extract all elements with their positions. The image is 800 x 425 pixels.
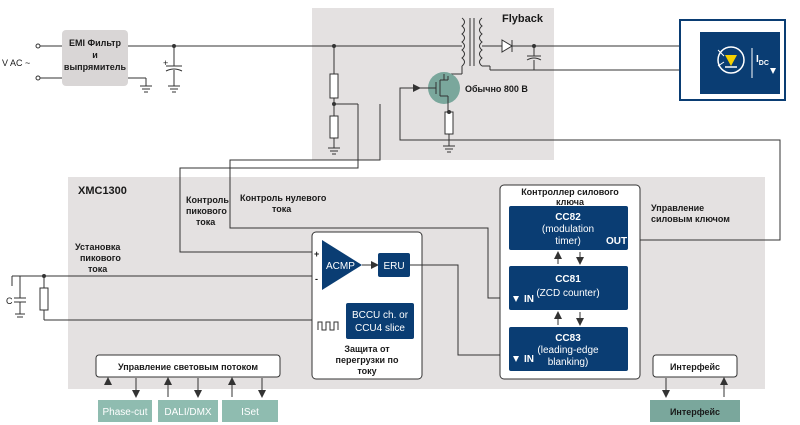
cc81-line1: (ZCD counter) (536, 288, 599, 299)
emi-line1: EMI Фильтр (69, 38, 122, 48)
acmp-comparator (322, 240, 362, 290)
peak-set-label-2: пикового (80, 253, 121, 263)
iset-block (222, 400, 278, 422)
peak-set-input (11, 272, 346, 321)
vac-label: V AC ~ (2, 58, 30, 68)
cc83-name: CC83 (555, 333, 581, 344)
interface-arrows (662, 377, 728, 398)
cc82-out: OUT (606, 236, 627, 247)
dimming-block (95, 354, 281, 378)
protection-caption-1: Защита от (344, 344, 390, 354)
protection-caption-3: току (357, 366, 376, 376)
cc83-block (509, 327, 628, 371)
xmc1300-title: XMC1300 (78, 185, 127, 197)
switch-mgmt-label-1: Управление (651, 203, 704, 213)
flyback-title: Flyback (502, 13, 544, 25)
acmp-minus: - (315, 274, 318, 284)
idc-label: IDC (756, 54, 769, 67)
acmp-label: ACMP (326, 261, 355, 272)
ac-source (35, 43, 62, 81)
zero-control-label-1: Контроль нулевого (240, 193, 327, 203)
zero-control-label-2: тока (272, 204, 292, 214)
mosfet-highlight (428, 72, 460, 104)
capacitor-label: C (6, 296, 13, 306)
bccu-line2: CCU4 slice (355, 323, 405, 334)
svg-text:+: + (163, 58, 168, 68)
interface-outer-block (650, 400, 740, 422)
interface-inner-label: Интерфейс (670, 362, 720, 372)
cc83-line1: (leading-edge (537, 345, 599, 356)
cc82-name: CC82 (555, 212, 581, 223)
led-diode-icon (725, 55, 737, 66)
dali-dmx-label: DALI/DMX (164, 407, 212, 418)
peak-current-wire (179, 104, 359, 256)
phase-cut-label: Phase-cut (102, 407, 147, 418)
interface-inner-block (652, 354, 738, 378)
cc81-in: IN (524, 294, 534, 305)
cc81-name: CC81 (555, 274, 581, 285)
emi-filter-block (62, 30, 128, 86)
bccu-line1: BCCU ch. or (352, 310, 409, 321)
emi-line3: выпрямитель (64, 62, 127, 72)
voltage-typical-label: Обычно 800 В (465, 84, 528, 94)
led-module (700, 32, 780, 94)
peak-control-label-3: тока (196, 217, 216, 227)
bccu-block (346, 303, 414, 339)
cc83-line2: blanking) (548, 357, 589, 368)
switch-controller-title-2: ключа (556, 197, 585, 207)
eru-to-cc83-wire (410, 264, 509, 359)
dimming-title: Управление световым потоком (118, 362, 258, 372)
interface-outer-label: Интерфейс (670, 407, 720, 417)
transformer (444, 17, 502, 75)
cc83-in: IN (524, 354, 534, 365)
zero-current-wire (229, 104, 509, 302)
voltage-divider (328, 46, 358, 155)
acmp-plus: + (314, 249, 319, 259)
dali-dmx-block (158, 400, 218, 422)
cc82-line2: timer) (555, 236, 581, 247)
cc-link-arrows (554, 251, 584, 326)
peak-control-label-2: пикового (186, 206, 227, 216)
gate-drive-wire (399, 84, 781, 241)
peak-set-label-3: тока (88, 264, 108, 274)
cc82-line1: (modulation (542, 224, 594, 235)
cc81-in-arrow-icon (513, 296, 519, 302)
eru-label: ERU (383, 261, 404, 272)
peak-control-label-1: Контроль (186, 195, 229, 205)
led-icon (717, 46, 745, 74)
phase-cut-block (98, 400, 152, 422)
cc83-in-arrow-icon (513, 356, 519, 362)
peak-set-label-1: Установка (75, 242, 121, 252)
current-arrow-icon (770, 68, 776, 74)
protection-caption-2: перегрузки по (336, 355, 399, 365)
emi-line2: и (92, 50, 98, 60)
cc82-block (509, 206, 628, 250)
dimming-arrows (104, 377, 266, 398)
eru-block (378, 253, 410, 277)
switch-controller-title-1: Контроллер силового (521, 187, 619, 197)
pwm-waveform-icon (317, 321, 339, 331)
iset-label: ISet (241, 407, 259, 418)
switch-mgmt-label-2: силовым ключом (651, 214, 730, 224)
cc81-block (509, 266, 628, 310)
mosfet (420, 74, 455, 153)
